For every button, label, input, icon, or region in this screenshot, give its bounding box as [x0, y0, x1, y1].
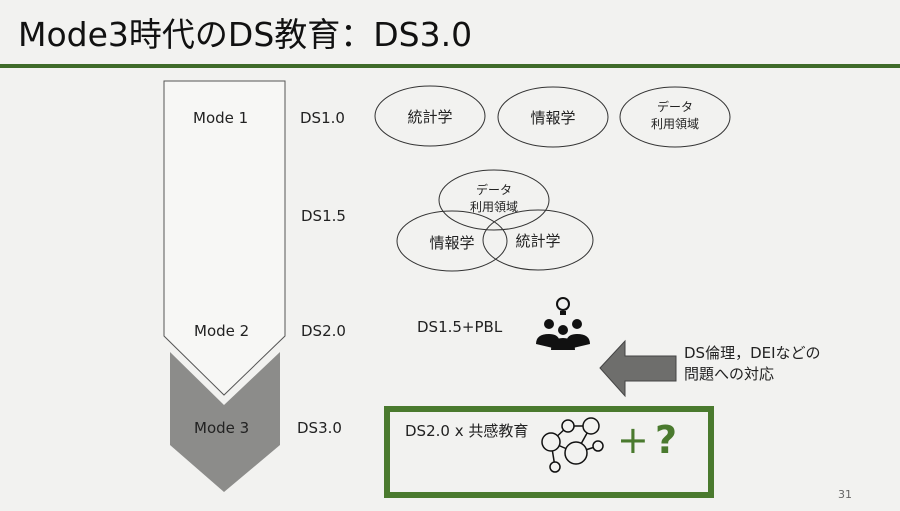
- mode1-label: Mode 1: [193, 109, 249, 127]
- team-idea-icon: [536, 297, 590, 350]
- venn-data-label: データ 利用領域: [469, 183, 518, 214]
- ethics-dei-text: DS倫理，DEIなどの 問題への対応: [684, 344, 821, 383]
- plus-sign: +: [617, 418, 649, 462]
- oval-stats: [374, 85, 486, 147]
- mode3-label: Mode 3: [194, 419, 250, 437]
- ds10-label: DS1.0: [300, 109, 345, 127]
- slide-title: Mode3時代のDS教育：DS3.0: [18, 15, 473, 54]
- ds30-content-label: DS2.0 x 共感教育: [405, 422, 529, 440]
- ds30-label: DS3.0: [297, 419, 342, 437]
- mode3-chevron: [170, 352, 280, 492]
- venn-info: [396, 210, 508, 272]
- left-arrow-icon: [599, 339, 677, 398]
- ds30-box: [384, 406, 714, 498]
- ds15-label: DS1.5: [301, 207, 346, 225]
- page-number: 31: [838, 488, 852, 501]
- venn-stats: [482, 209, 594, 271]
- venn-info-label: 情報学: [429, 234, 475, 252]
- venn-stats-label: 統計学: [515, 232, 561, 250]
- field-info: 情報学: [530, 109, 576, 127]
- field-stats: 統計学: [407, 108, 453, 126]
- oval-info: [497, 86, 609, 148]
- field-data: データ 利用領域: [650, 100, 699, 131]
- ds20-label: DS2.0: [301, 322, 346, 340]
- ds15-pbl-label: DS1.5+PBL: [417, 318, 503, 336]
- mode2-label: Mode 2: [194, 322, 250, 340]
- mode1-2-arrow: [163, 80, 286, 396]
- question-mark: ?: [655, 418, 678, 462]
- venn-data: [438, 169, 550, 231]
- oval-data: [619, 86, 731, 148]
- network-people-icon: [541, 417, 604, 473]
- title-divider: [0, 64, 900, 68]
